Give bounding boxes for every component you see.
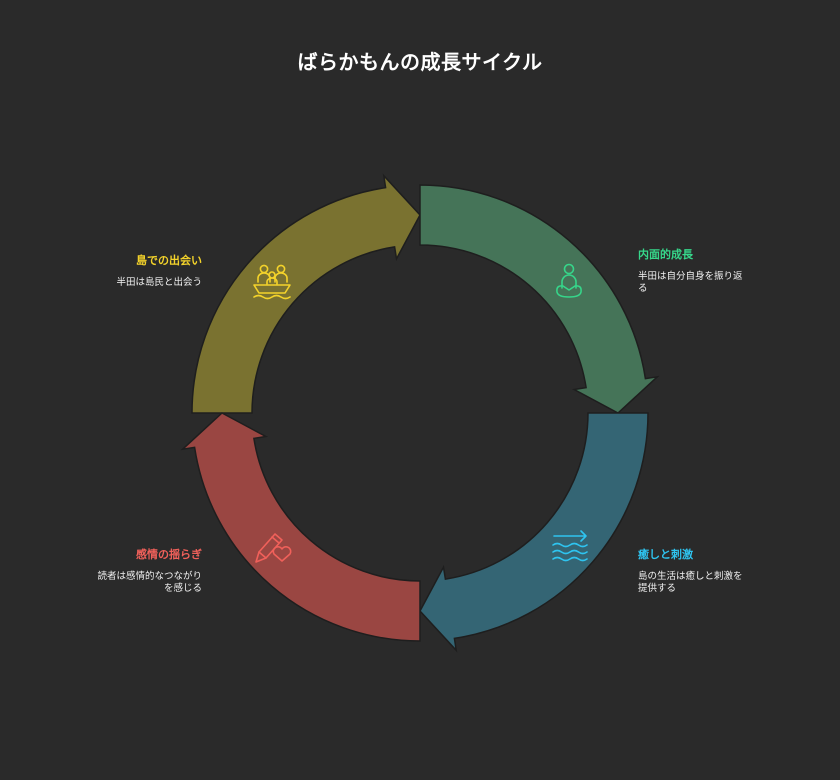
pencil-heart-icon xyxy=(255,533,292,563)
cycle-arrows xyxy=(180,173,660,653)
stage-emotion-description: 読者は感情的なつながりを感じる xyxy=(97,571,202,594)
arrow-healing xyxy=(419,412,649,653)
people-in-boat-icon xyxy=(253,264,291,300)
meditating-person-icon xyxy=(556,263,582,298)
stage-healing-label: 癒しと刺激 xyxy=(638,548,693,561)
arrow-island xyxy=(191,173,421,414)
stage-island-label: 島での出会い xyxy=(136,254,202,267)
waves-arrow-icon xyxy=(552,530,588,562)
stage-emotion-label: 感情の揺らぎ xyxy=(136,548,202,561)
cycle-icons xyxy=(253,263,588,563)
arrow-emotion xyxy=(180,412,421,642)
arrow-inner xyxy=(419,184,660,414)
stage-island-description: 半田は島民と出会う xyxy=(116,277,202,288)
stage-inner-label: 内面的成長 xyxy=(638,248,693,261)
stage-healing-description: 島の生活は癒しと刺激を提供する xyxy=(638,571,743,594)
stage-inner-description: 半田は自分自身を振り返る xyxy=(638,271,743,294)
diagram-title: ばらかもんの成長サイクル xyxy=(297,50,543,74)
